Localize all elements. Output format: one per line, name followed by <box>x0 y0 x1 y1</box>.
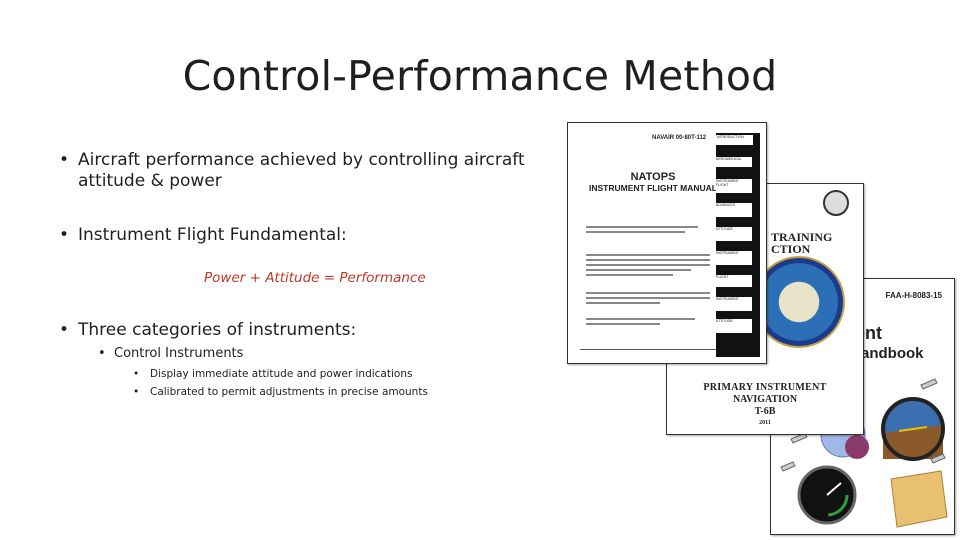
bullet-text-line2: attitude & power <box>78 171 222 191</box>
sub-bullet-text: Control Instruments <box>114 346 244 361</box>
bullet-three-categories: • Three categories of instruments: <box>59 320 357 340</box>
faa-doc-id: FAA-H-8083-15 <box>885 291 942 300</box>
bullet-text: Three categories of instruments: <box>78 320 357 340</box>
page-title: Control-Performance Method <box>182 52 778 100</box>
navy-seal-icon <box>823 190 849 216</box>
natops-tab: INTRODUCTION <box>716 135 753 145</box>
natops-tab: AEROMEDICAL <box>716 157 752 167</box>
natops-footer-rule <box>580 349 716 350</box>
natops-tab: INSTRUMENT <box>716 251 752 265</box>
training-command-seal-icon <box>753 256 845 348</box>
bullet-dot: • <box>98 346 106 361</box>
natops-notice-text <box>586 289 710 307</box>
natops-destruction-text <box>586 315 710 328</box>
bullet-instrument-flight-fundamental: • Instrument Flight Fundamental: <box>59 225 347 245</box>
natops-body-text <box>586 223 710 236</box>
natops-doc-id: NAVAIR 00-80T-112 <box>652 135 707 141</box>
natops-tab: ATTITUDE <box>716 227 752 241</box>
natops-tab: INSTRUMENT <box>716 297 752 311</box>
natops-tab: FLIGHT <box>716 275 752 287</box>
sub-sub-bullet-display: • Display immediate attitude and power i… <box>133 368 413 380</box>
cnatra-title-line2: CTION <box>771 242 811 256</box>
natops-tab: ATTITUDE <box>716 319 752 333</box>
natops-distribution-text <box>586 251 710 279</box>
natops-tab: ADVANCED <box>716 203 752 217</box>
natops-title-line1: NATOPS <box>630 171 676 183</box>
natops-tab-column: INTRODUCTION AEROMEDICAL INSTRUMENT FLIG… <box>716 133 760 357</box>
cnatra-title-line1: TRAINING <box>771 230 833 244</box>
bullet-dot: • <box>59 150 70 170</box>
natops-title-line2: INSTRUMENT FLIGHT MANUAL <box>589 183 717 193</box>
cnatra-bottom-line2: NAVIGATION <box>732 394 798 405</box>
cnatra-bottom-line4: 2011 <box>759 420 771 426</box>
faa-title-line2: andbook <box>861 345 924 362</box>
cnatra-bottom-line3: T-6B <box>754 406 776 417</box>
sub-sub-bullet-text: Display immediate attitude and power ind… <box>150 368 413 380</box>
bullet-aircraft-performance: • Aircraft performance achieved by contr… <box>59 150 525 191</box>
bullet-dot: • <box>59 320 70 340</box>
bullet-dot: • <box>133 386 140 398</box>
natops-manual-cover: NAVAIR 00-80T-112 NATOPS INSTRUMENT FLIG… <box>567 122 767 364</box>
sub-sub-bullet-text: Calibrated to permit adjustments in prec… <box>150 386 428 398</box>
bullet-dot: • <box>59 225 70 245</box>
sub-bullet-control-instruments: • Control Instruments <box>98 346 244 361</box>
cnatra-bottom-line1: PRIMARY INSTRUMENT <box>703 382 827 393</box>
formula-text: Power + Attitude = Performance <box>204 270 426 286</box>
bullet-dot: • <box>133 368 140 380</box>
natops-tab: INSTRUMENT FLIGHT <box>716 179 752 193</box>
sub-sub-bullet-calibrated: • Calibrated to permit adjustments in pr… <box>133 386 428 398</box>
bullet-text-line1: Aircraft performance achieved by control… <box>78 150 525 170</box>
bullet-text: Instrument Flight Fundamental: <box>78 225 347 245</box>
instrument-illustration <box>780 378 948 528</box>
